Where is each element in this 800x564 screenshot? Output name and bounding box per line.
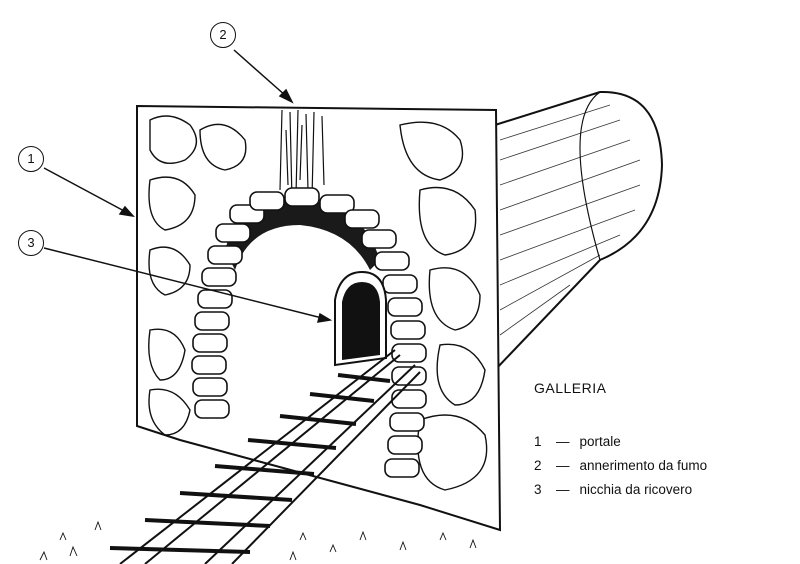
- tunnel-tube: [494, 90, 664, 371]
- callout-3: 3: [18, 230, 44, 256]
- legend-separator: —: [556, 482, 570, 497]
- smoke-blackening: [279, 109, 325, 201]
- legend-separator: —: [556, 434, 570, 449]
- railway-track: [39, 349, 477, 564]
- legend-item-annerimento: 2 — annerimento da fumo: [534, 454, 707, 478]
- callout-2: 2: [210, 22, 236, 48]
- callout-1: 1: [18, 146, 44, 172]
- leader-arrows: [43, 49, 333, 323]
- legend: GALLERIA 1 — portale 2 — annerimento da …: [534, 380, 707, 502]
- legend-label: nicchia da ricovero: [579, 482, 693, 497]
- legend-separator: —: [556, 458, 570, 473]
- legend-item-nicchia: 3 — nicchia da ricovero: [534, 478, 707, 502]
- stone-arch: [191, 187, 427, 478]
- legend-label: portale: [579, 434, 621, 449]
- legend-label: annerimento da fumo: [579, 458, 708, 473]
- legend-number: 2: [534, 458, 542, 473]
- legend-item-portale: 1 — portale: [534, 430, 707, 454]
- refuge-niche: [334, 270, 387, 367]
- legend-number: 3: [534, 482, 542, 497]
- legend-title: GALLERIA: [534, 380, 607, 396]
- legend-number: 1: [534, 434, 542, 449]
